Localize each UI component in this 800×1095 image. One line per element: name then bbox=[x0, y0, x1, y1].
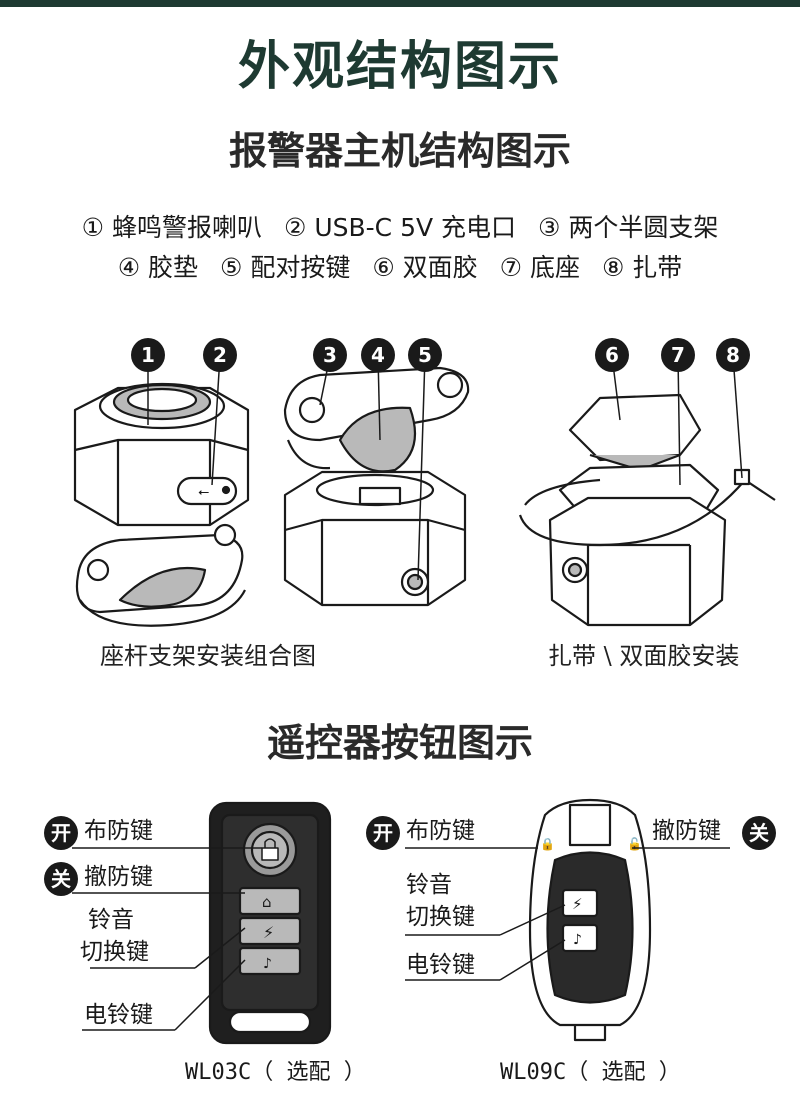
disarm-label-wl03c: 撤防键 bbox=[84, 864, 153, 890]
marker-5: 5 bbox=[408, 338, 442, 372]
svg-text:♪: ♪ bbox=[263, 956, 272, 972]
marker-6: 6 bbox=[595, 338, 629, 372]
caption-seatpost: 座杆支架安装组合图 bbox=[100, 642, 316, 670]
svg-text:♪: ♪ bbox=[573, 932, 582, 948]
page-title: 外观结构图示 bbox=[237, 37, 562, 97]
legend-item-5: ⑤ 配对按键 bbox=[220, 253, 351, 282]
marker-7: 7 bbox=[661, 338, 695, 372]
svg-text:🔓: 🔓 bbox=[627, 837, 642, 851]
off-badge-wl09c: 关 bbox=[742, 816, 776, 850]
host-structure-title: 报警器主机结构图示 bbox=[228, 129, 571, 173]
legend-item-3: ③ 两个半圆支架 bbox=[537, 213, 719, 242]
arm-label-wl09c: 布防键 bbox=[406, 818, 475, 844]
marker-3: 3 bbox=[313, 338, 347, 372]
disarm-label-wl09c: 撤防键 bbox=[652, 818, 721, 844]
on-badge-wl09c: 开 bbox=[366, 816, 400, 850]
marker-8: 8 bbox=[716, 338, 750, 372]
ringtone-label-wl03c-2: 切换键 bbox=[80, 939, 149, 965]
device-ziptie-install bbox=[518, 393, 776, 627]
legend-item-4: ④ 胶垫 bbox=[117, 253, 199, 282]
svg-text:🔒: 🔒 bbox=[540, 837, 555, 851]
legend-item-2: ② USB-C 5V 充电口 bbox=[283, 213, 517, 242]
remote-title: 遥控器按钮图示 bbox=[266, 721, 533, 765]
off-badge-wl03c: 关 bbox=[44, 862, 78, 896]
arm-label-wl03c: 布防键 bbox=[84, 818, 153, 844]
svg-text:⌂: ⌂ bbox=[262, 893, 272, 911]
model-wl09c: WL09C（ 选配 ） bbox=[500, 1060, 681, 1085]
top-bar bbox=[0, 0, 800, 7]
device-seatpost-assembly: ⭠ bbox=[73, 382, 250, 627]
marker-2: 2 bbox=[203, 338, 237, 372]
legend-line-2: ④ 胶垫 ⑤ 配对按键 ⑥ 双面胶 ⑦ 底座 ⑧ 扎带 bbox=[0, 248, 800, 284]
remote-wl09c: ⚡ ♪ 🔒 🔓 bbox=[405, 798, 730, 1042]
marker-1: 1 bbox=[131, 338, 165, 372]
on-badge-wl03c: 开 bbox=[44, 816, 78, 850]
legend-item-6: ⑥ 双面胶 bbox=[372, 253, 478, 282]
svg-text:⭠: ⭠ bbox=[198, 484, 209, 500]
ringtone-label-wl09c-2: 切换键 bbox=[406, 904, 475, 930]
ringtone-label-wl09c-1: 铃音 bbox=[406, 872, 452, 898]
svg-text:⚡: ⚡ bbox=[263, 923, 274, 942]
caption-ziptie: 扎带 \ 双面胶安装 bbox=[548, 642, 740, 670]
legend-item-8: ⑧ 扎带 bbox=[601, 253, 683, 282]
remote-wl03c: ⌂ ⚡ ♪ bbox=[72, 801, 332, 1045]
ringtone-label-wl03c-1: 铃音 bbox=[88, 907, 134, 933]
svg-text:⚡: ⚡ bbox=[572, 895, 583, 913]
legend-item-1: ① 蜂鸣警报喇叭 bbox=[81, 213, 263, 242]
bell-label-wl03c: 电铃键 bbox=[84, 1002, 153, 1028]
legend-item-7: ⑦ 底座 bbox=[499, 253, 580, 282]
legend-line-1: ① 蜂鸣警报喇叭 ② USB-C 5V 充电口 ③ 两个半圆支架 bbox=[0, 208, 800, 244]
bell-label-wl09c: 电铃键 bbox=[406, 952, 475, 978]
marker-4: 4 bbox=[361, 338, 395, 372]
model-wl03c: WL03C（ 选配 ） bbox=[185, 1060, 366, 1085]
